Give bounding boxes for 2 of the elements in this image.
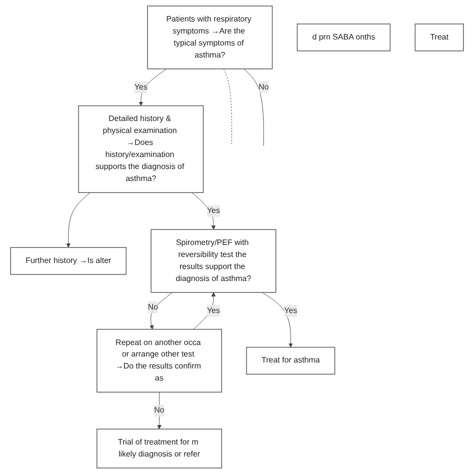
connector-line [244, 68, 264, 146]
connector-line [223, 68, 232, 146]
